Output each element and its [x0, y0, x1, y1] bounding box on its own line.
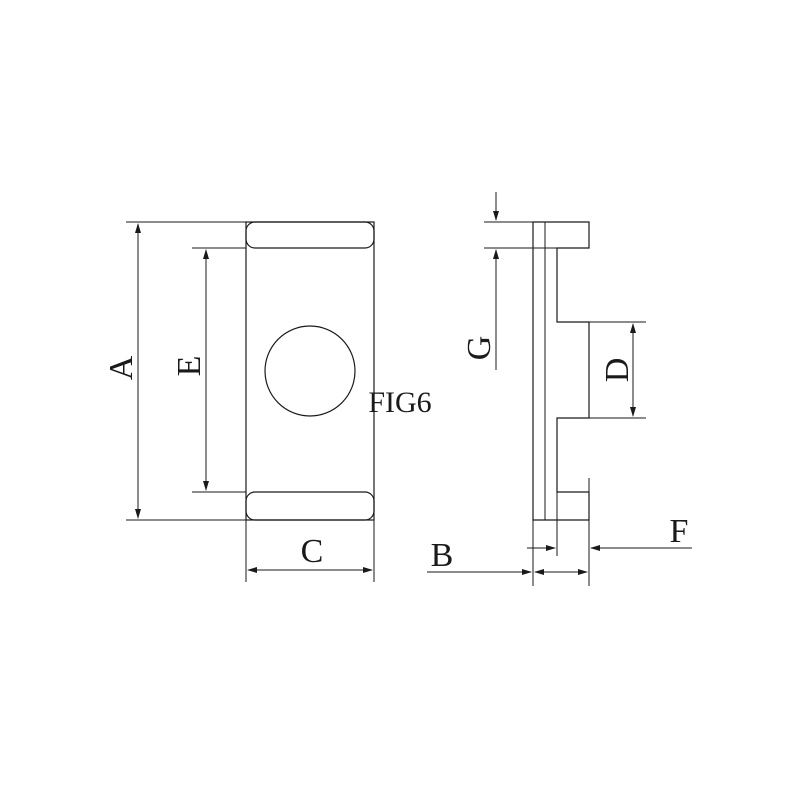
center-hole: [264, 325, 356, 417]
front-view: [245, 221, 375, 521]
dim-e-label: E: [171, 356, 208, 377]
dimension-b-f: B F: [427, 478, 692, 586]
dim-g-label: G: [461, 336, 498, 361]
side-profile-outline: [532, 221, 590, 521]
dimension-a: A: [103, 221, 246, 521]
dim-a-label: A: [103, 355, 140, 380]
dim-f-label: F: [670, 513, 689, 550]
dim-c-label: C: [301, 533, 324, 570]
figure-caption: FIG6: [368, 386, 431, 419]
dimension-e: E: [171, 247, 246, 493]
side-view: [532, 221, 590, 521]
dim-d-label: D: [599, 358, 636, 383]
front-top-lip: [245, 221, 375, 249]
dim-b-label: B: [431, 537, 454, 574]
front-bottom-lip: [245, 491, 375, 521]
dimension-g: G: [461, 192, 557, 370]
dimension-c: C: [245, 520, 375, 582]
dimension-d: D: [589, 321, 646, 419]
